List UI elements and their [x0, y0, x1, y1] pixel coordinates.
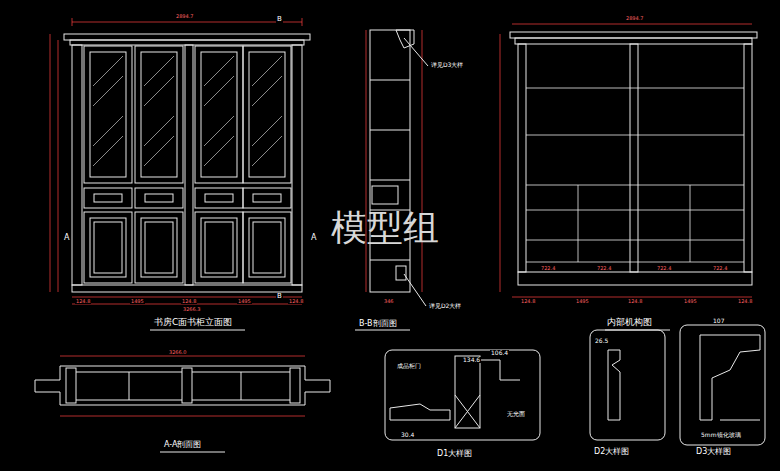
dimension-text: 详见D3大样	[430, 62, 464, 68]
view-caption: D3大样图	[695, 448, 732, 456]
dimension-text: 详见D2大样	[428, 303, 462, 309]
dimension-text: B	[276, 16, 283, 23]
dimension-text: 134.6	[462, 357, 481, 363]
view-caption: D2大样图	[593, 448, 630, 456]
dimension-text: 30.4	[400, 432, 415, 438]
dimension-text: B	[276, 293, 283, 300]
dimension-text: 722.4	[540, 266, 556, 271]
dimension-text: 3266.0	[168, 350, 188, 355]
dimension-text: A	[63, 234, 70, 242]
dimension-text: 722.4	[596, 266, 612, 271]
dimension-text: 124.8	[75, 299, 91, 304]
view-caption: A-A剖面图	[163, 441, 202, 449]
view-caption: D1大样图	[436, 450, 473, 458]
view-caption: B-B剖面图	[358, 320, 398, 328]
dimension-text: 成品柜门	[396, 363, 422, 369]
view-caption: 书房C面书柜立面图	[153, 318, 233, 327]
dimension-text: 1495	[575, 299, 590, 304]
dimension-text: 124.8	[737, 299, 753, 304]
dimension-text: 124.8	[181, 299, 197, 304]
dimension-text: 722.4	[656, 266, 672, 271]
dimension-text: 124.8	[288, 299, 304, 304]
watermark: 模型组	[330, 210, 440, 246]
dimension-text: 346	[383, 299, 395, 304]
dimension-text: 107	[712, 318, 725, 324]
dimension-text: 124.8	[627, 299, 643, 304]
dimension-text: 722.4	[712, 266, 728, 271]
dimension-text: 5mm镜化玻璃	[700, 432, 742, 438]
dimension-text: 1495	[237, 299, 252, 304]
dimension-text: 2894.7	[175, 14, 195, 19]
dimension-text: 1495	[130, 299, 145, 304]
dimension-text: A	[310, 234, 317, 242]
dimension-text: 2894.7	[625, 16, 645, 21]
dimension-text: 106.4	[490, 350, 509, 356]
dimension-text: 无光面	[506, 411, 526, 417]
dimension-text: 1495	[683, 299, 698, 304]
dimension-text: 3266.3	[182, 307, 202, 312]
dimension-text: 26.5	[594, 338, 609, 344]
view-caption: 内部机构图	[606, 318, 653, 327]
dimension-text: 124.8	[520, 299, 536, 304]
